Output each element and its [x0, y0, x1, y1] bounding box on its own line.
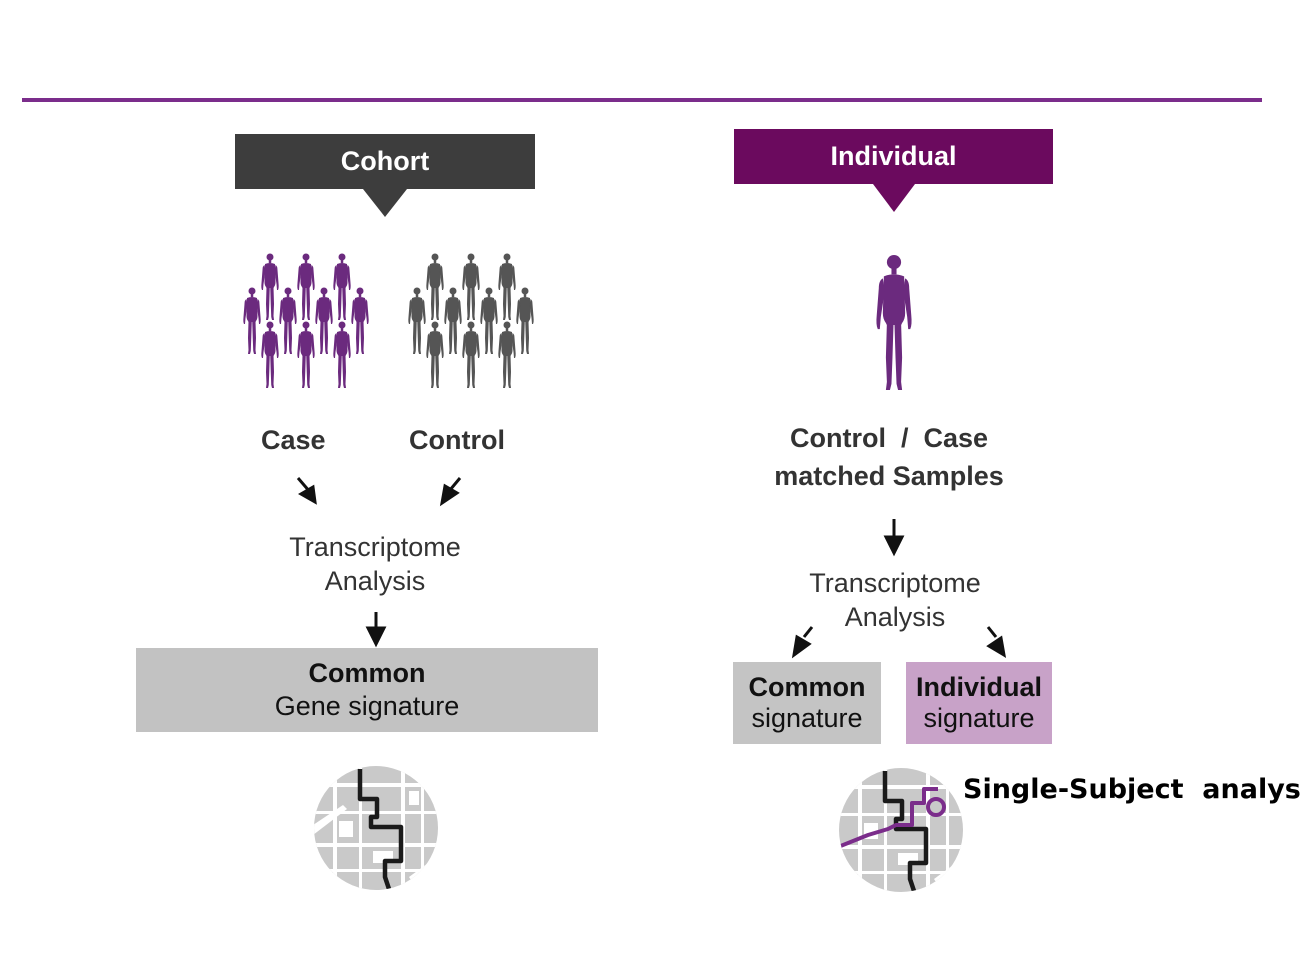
control-label: Control [409, 425, 505, 455]
matched-samples-line1: Control / Case [789, 423, 989, 453]
cohort-analysis-line1: Transcriptome [289, 532, 461, 562]
case-label: Case [261, 425, 326, 455]
individual-analysis-line1: Transcriptome [809, 568, 981, 598]
pathway-map-icon [839, 768, 963, 892]
human-figure-icon [876, 255, 912, 390]
header-divider [22, 98, 1262, 102]
individual-analysis-line2: Analysis [844, 602, 946, 632]
common-gene-signature-box: Common Gene signature [136, 648, 598, 732]
common-gene-signature-text: Gene signature [274, 691, 460, 721]
arrow-down-icon [363, 189, 407, 217]
individual-banner-label: Individual [830, 141, 957, 171]
single-subject-analysis-label: Single-Subject analysis [963, 774, 1300, 805]
matched-samples-label: Control / Case matched Samples [734, 419, 1044, 495]
cohort-analysis-label: Transcriptome Analysis [255, 530, 495, 598]
individual-signature-box: Individual signature [906, 662, 1052, 744]
individual-analysis-label: Transcriptome Analysis [775, 566, 1015, 634]
common-signature-text: signature [751, 703, 863, 733]
common-gene-signature-title: Common [308, 658, 426, 688]
individual-arrows [791, 519, 1007, 659]
individual-banner: Individual [734, 129, 1053, 184]
cohort-banner: Cohort [235, 134, 535, 189]
cohort-arrows [296, 477, 462, 648]
case-crowd-icon [243, 253, 369, 388]
individual-signature-title: Individual [915, 672, 1042, 702]
pathway-map-icon [314, 766, 438, 890]
matched-samples-line2: matched Samples [774, 461, 1004, 491]
control-crowd-icon [408, 253, 534, 388]
cohort-analysis-line2: Analysis [324, 566, 426, 596]
arrow-down-icon [873, 184, 915, 212]
common-signature-box: Common signature [733, 662, 881, 744]
common-signature-title: Common [748, 672, 866, 702]
individual-signature-text: signature [923, 703, 1035, 733]
cohort-banner-label: Cohort [340, 146, 430, 176]
